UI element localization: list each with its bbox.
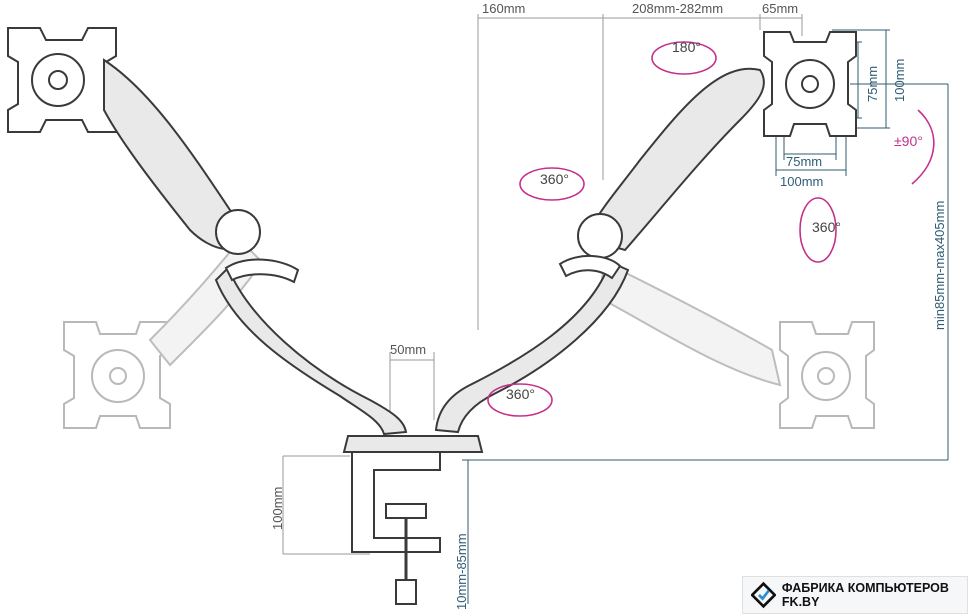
arm-center-right (434, 260, 630, 434)
arm-center-left (214, 266, 408, 436)
label-clamp-100mm: 100mm (270, 487, 285, 530)
label-rotation-180: 180° (672, 39, 701, 55)
label-rotation-360-upper: 360° (540, 171, 569, 187)
label-75mm-vertical: 75mm (865, 66, 880, 102)
brand-label: ФАБРИКА КОМПЬЮТЕРОВ FK.BY (781, 581, 949, 609)
joint-right (577, 213, 623, 259)
label-160mm: 160mm (482, 1, 525, 16)
label-75mm-horizontal: 75mm (786, 154, 822, 169)
label-desk-thickness: 10mm-85mm (454, 533, 469, 610)
label-100mm-vertical: 100mm (892, 59, 907, 102)
monitor-plate-lower-right (779, 321, 875, 429)
label-50mm: 50mm (390, 342, 426, 357)
label-rotation-360-lower: 360° (506, 386, 535, 402)
label-tilt: ±90° (894, 133, 923, 149)
monitor-plate-upper-left (7, 27, 117, 133)
joint-left (215, 209, 261, 255)
label-rotation-360-right: 360° (812, 219, 841, 235)
monitor-plate-upper-right (763, 31, 857, 137)
label-100mm-horizontal: 100mm (780, 174, 823, 189)
faint-arm-lower-right (598, 260, 782, 387)
dimension-lines (282, 14, 949, 604)
arm-left-collar (224, 258, 300, 284)
monitor-plate-lower-left (63, 321, 171, 429)
label-208-282mm: 208mm-282mm (632, 1, 723, 16)
label-height-range: min85mm-max405mm (932, 201, 947, 330)
desk-clamp (342, 435, 484, 605)
arm-right-collar (558, 254, 622, 280)
diamond-logo-icon (751, 581, 776, 609)
label-65mm: 65mm (762, 1, 798, 16)
rotation-arrows (487, 41, 935, 417)
brand-badge: ФАБРИКА КОМПЬЮТЕРОВ FK.BY (742, 576, 968, 614)
